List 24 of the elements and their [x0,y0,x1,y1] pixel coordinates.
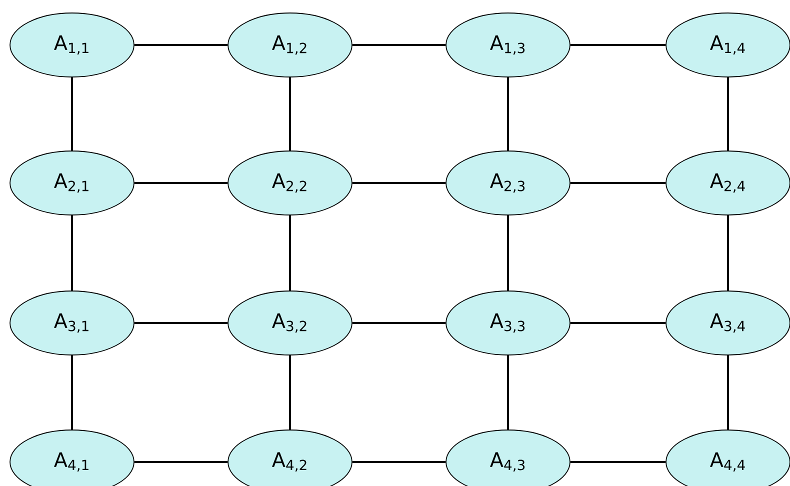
connector-line [507,355,509,430]
connector-line [134,182,228,184]
connector-line [570,461,666,463]
connector-line [134,461,228,463]
connector-line [352,461,446,463]
connector-line [289,77,291,151]
connector-line [727,355,729,430]
connector-line [570,44,666,46]
connector-line [352,322,446,324]
connector-line [289,215,291,291]
connector-line [71,355,73,430]
connector-line [134,44,228,46]
connector-line [570,182,666,184]
connector-line [570,322,666,324]
connector-line [71,77,73,151]
connector-line [352,182,446,184]
connector-line [352,44,446,46]
connector-line [289,355,291,430]
connector-line [727,77,729,151]
connector-line [507,215,509,291]
connector-line [134,322,228,324]
connector-line [71,215,73,291]
connector-line [727,215,729,291]
connector-line [507,77,509,151]
